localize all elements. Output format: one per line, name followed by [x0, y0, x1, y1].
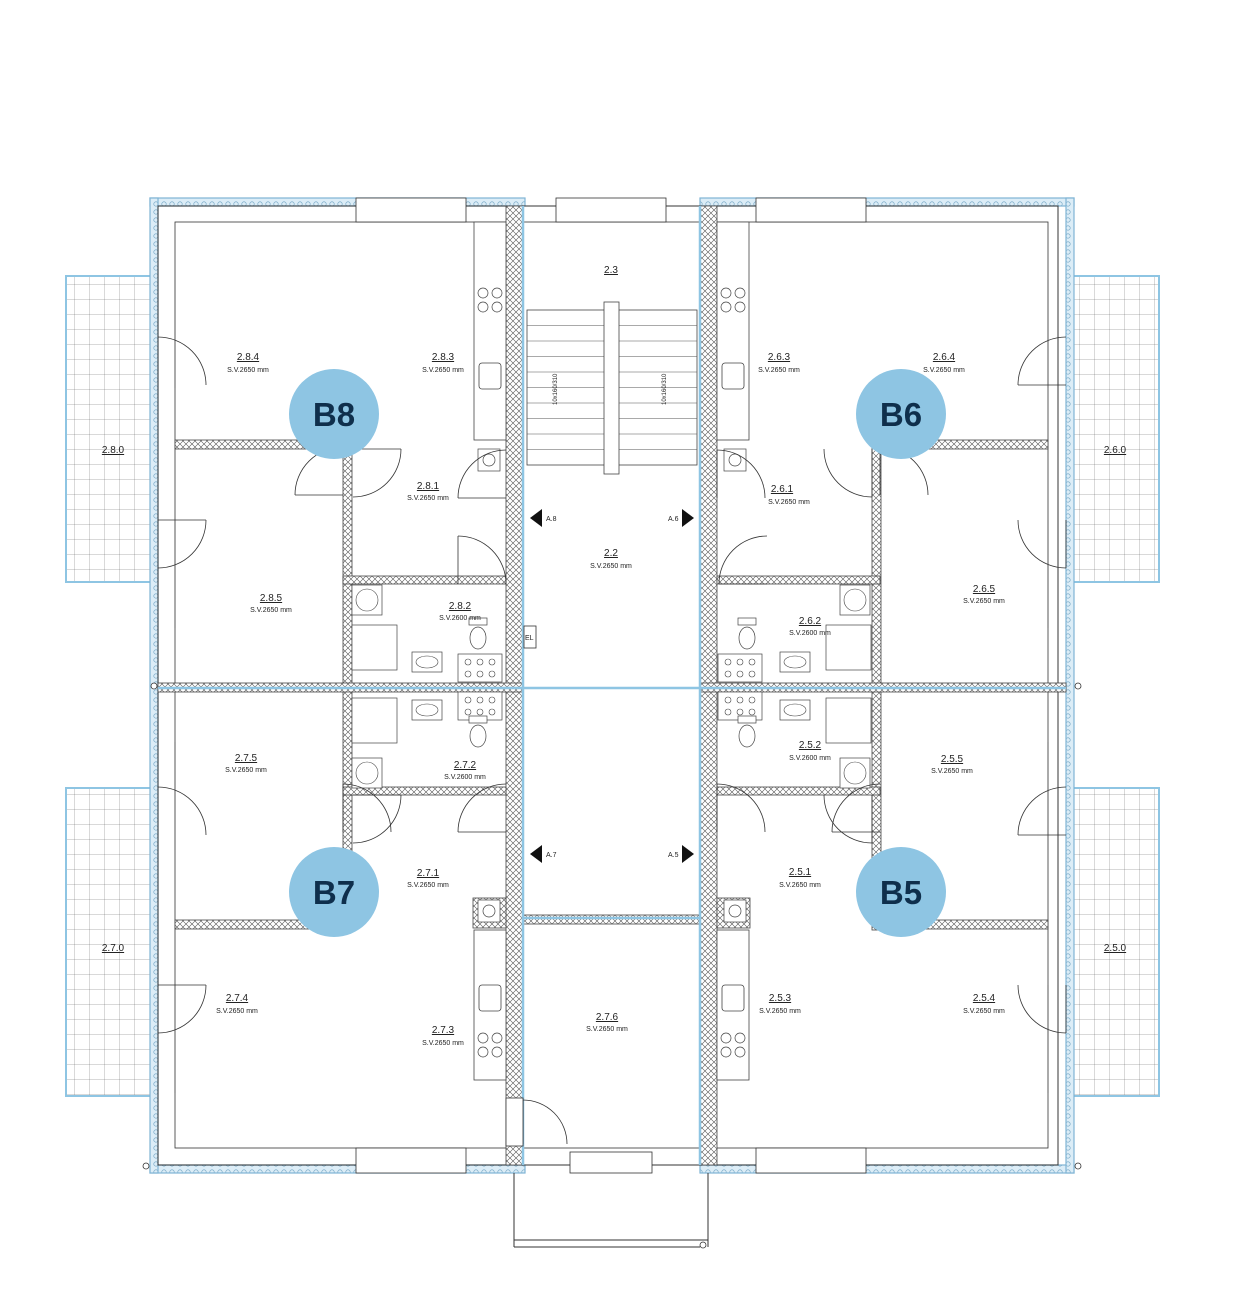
section-arrow-a6 — [682, 509, 694, 527]
room-labels: 2.3 2.2 S.V.2650 mm 2.7.6 S.V.2650 mm 2.… — [102, 265, 1127, 1047]
room-label-2-7-2: 2.7.2 — [454, 760, 477, 771]
room-label-2-5-1: 2.5.1 — [789, 867, 812, 878]
bathroom-fixtures — [351, 584, 872, 789]
section-marks: A.8 A.6 A.7 A.5 — [530, 509, 694, 863]
room-height-2-7-4: S.V.2650 mm — [216, 1008, 258, 1015]
room-height-2-5-3: S.V.2650 mm — [759, 1008, 801, 1015]
entrance — [505, 1097, 709, 1249]
room-label-2-5-4: 2.5.4 — [973, 993, 996, 1004]
room-height-2-6-4: S.V.2650 mm — [923, 367, 965, 374]
room-height-2-2: S.V.2650 mm — [590, 563, 632, 570]
section-label-a5: A.5 — [668, 852, 679, 859]
room-label-2-6-3: 2.6.3 — [768, 352, 791, 363]
room-height-2-7-5: S.V.2650 mm — [225, 767, 267, 774]
room-height-2-6-3: S.V.2650 mm — [758, 367, 800, 374]
room-height-2-5-2: S.V.2600 mm — [789, 755, 831, 762]
interior-walls — [157, 205, 1067, 1166]
section-arrow-a7 — [530, 845, 542, 863]
room-label-2-6-5: 2.6.5 — [973, 584, 996, 595]
room-height-2-8-4: S.V.2650 mm — [227, 367, 269, 374]
room-label-2-6-1: 2.6.1 — [771, 484, 794, 495]
grid-markers — [142, 682, 1082, 1170]
apartment-marker-b6[interactable]: B6 — [856, 369, 946, 459]
apartment-label-b5: B5 — [880, 874, 922, 911]
room-label-2-3: 2.3 — [604, 265, 618, 276]
room-label-2-7-6: 2.7.6 — [596, 1012, 619, 1023]
room-label-2-5-0: 2.5.0 — [1104, 943, 1127, 954]
room-label-2-6-2: 2.6.2 — [799, 616, 822, 627]
section-arrow-a8 — [530, 509, 542, 527]
room-height-2-6-2: S.V.2600 mm — [789, 630, 831, 637]
room-label-2-8-1: 2.8.1 — [417, 481, 440, 492]
room-label-2-5-3: 2.5.3 — [769, 993, 792, 1004]
room-height-2-8-1: S.V.2650 mm — [407, 495, 449, 502]
room-height-2-7-2: S.V.2600 mm — [444, 774, 486, 781]
room-height-2-5-1: S.V.2650 mm — [779, 882, 821, 889]
room-label-2-8-3: 2.8.3 — [432, 352, 455, 363]
room-label-2-7-0: 2.7.0 — [102, 943, 125, 954]
room-label-2-6-4: 2.6.4 — [933, 352, 956, 363]
section-label-a8: A.8 — [546, 516, 557, 523]
room-height-2-8-3: S.V.2650 mm — [422, 367, 464, 374]
room-height-2-7-1: S.V.2650 mm — [407, 882, 449, 889]
room-label-2-5-2: 2.5.2 — [799, 740, 822, 751]
room-label-2-7-1: 2.7.1 — [417, 868, 440, 879]
room-label-2-6-0: 2.6.0 — [1104, 445, 1127, 456]
elevator-label: EL — [525, 635, 534, 642]
section-arrow-a5 — [682, 845, 694, 863]
unit-boundaries — [158, 206, 1066, 1165]
room-label-2-8-5: 2.8.5 — [260, 593, 283, 604]
room-label-2-7-5: 2.7.5 — [235, 753, 258, 764]
section-label-a7: A.7 — [546, 852, 557, 859]
room-height-2-6-5: S.V.2650 mm — [963, 598, 1005, 605]
room-height-2-8-2: S.V.2600 mm — [439, 615, 481, 622]
apartment-label-b6: B6 — [880, 396, 922, 433]
room-height-2-7-3: S.V.2650 mm — [422, 1040, 464, 1047]
room-height-2-5-4: S.V.2650 mm — [963, 1008, 1005, 1015]
doors — [157, 336, 1067, 1145]
stair-label-right: 10x160/310 — [662, 373, 668, 405]
windows — [174, 197, 1049, 1174]
room-height-2-7-6: S.V.2650 mm — [586, 1026, 628, 1033]
room-label-2-7-3: 2.7.3 — [432, 1025, 455, 1036]
room-label-2-2: 2.2 — [604, 548, 618, 559]
apartment-label-b7: B7 — [313, 874, 355, 911]
balconies — [65, 275, 1160, 1097]
room-label-2-8-2: 2.8.2 — [449, 601, 472, 612]
room-label-2-8-0: 2.8.0 — [102, 445, 125, 456]
stair-label-left: 10x160/310 — [553, 373, 559, 405]
room-height-2-8-5: S.V.2650 mm — [250, 607, 292, 614]
apartment-marker-b7[interactable]: B7 — [289, 847, 379, 937]
room-label-2-8-4: 2.8.4 — [237, 352, 260, 363]
kitchen-units — [473, 221, 750, 1081]
staircase: 10x160/310 10x160/310 — [526, 301, 698, 475]
room-height-2-6-1: S.V.2650 mm — [768, 499, 810, 506]
room-label-2-5-5: 2.5.5 — [941, 754, 964, 765]
apartment-marker-b5[interactable]: B5 — [856, 847, 946, 937]
section-label-a6: A.6 — [668, 516, 679, 523]
room-label-2-7-4: 2.7.4 — [226, 993, 249, 1004]
apartment-marker-b8[interactable]: B8 — [289, 369, 379, 459]
room-height-2-5-5: S.V.2650 mm — [931, 768, 973, 775]
apartment-label-b8: B8 — [313, 396, 355, 433]
